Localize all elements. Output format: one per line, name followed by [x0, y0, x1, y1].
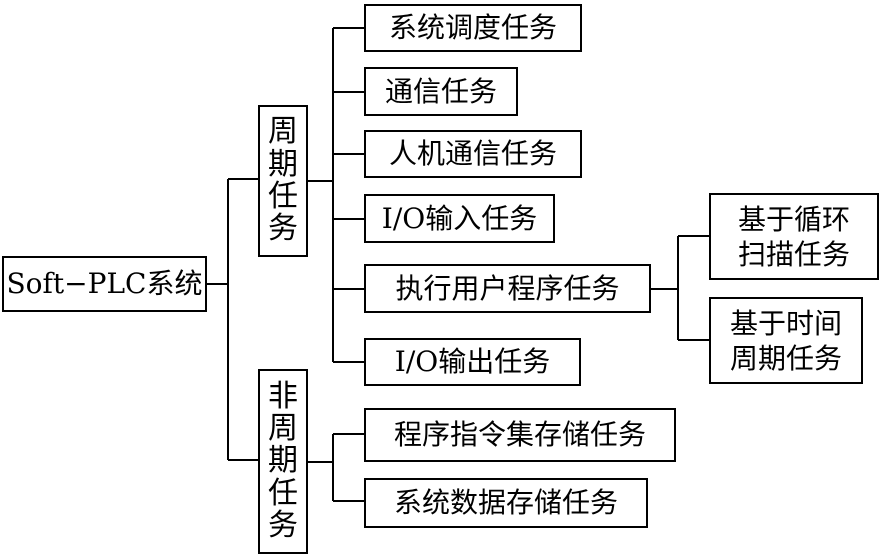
aperiodic-char: 任 — [268, 475, 298, 511]
subtask-line: 扫描任务 — [737, 237, 850, 271]
task-program-instruction-storage: 程序指令集存储任务 — [364, 408, 676, 462]
root-node: Soft−PLC系统 — [2, 256, 207, 312]
aperiodic-char: 周 — [268, 410, 298, 446]
task-label: 系统数据存储任务 — [393, 486, 618, 520]
aperiodic-node: 非 周 期 任 务 — [258, 369, 308, 554]
subtask-time-periodic: 基于时间 周期任务 — [709, 297, 863, 384]
periodic-node: 周 期 任 务 — [258, 105, 308, 257]
task-communication: 通信任务 — [364, 67, 518, 116]
aperiodic-char: 期 — [268, 443, 298, 479]
periodic-char: 任 — [268, 179, 298, 214]
root-label: Soft−PLC系统 — [6, 267, 203, 301]
task-system-data-storage: 系统数据存储任务 — [364, 478, 648, 528]
subtask-line: 周期任务 — [729, 341, 842, 375]
task-label: 系统调度任务 — [388, 11, 557, 45]
task-hmi-communication: 人机通信任务 — [364, 130, 582, 178]
task-label: 程序指令集存储任务 — [393, 418, 646, 452]
task-label: I/O输入任务 — [381, 201, 538, 235]
periodic-char: 期 — [268, 146, 298, 182]
subtask-line: 基于循环 — [737, 202, 850, 236]
periodic-char: 务 — [268, 211, 298, 247]
task-label: 人机通信任务 — [388, 137, 557, 171]
subtask-cyclic-scan: 基于循环 扫描任务 — [709, 193, 879, 280]
task-label: 通信任务 — [384, 74, 497, 108]
task-execute-user-program: 执行用户程序任务 — [364, 264, 651, 313]
subtask-line: 基于时间 — [729, 306, 842, 340]
periodic-char: 周 — [268, 114, 298, 150]
task-system-scheduling: 系统调度任务 — [364, 4, 582, 52]
task-label: I/O输出任务 — [394, 345, 551, 379]
task-io-output: I/O输出任务 — [364, 338, 581, 386]
task-label: 执行用户程序任务 — [395, 271, 620, 305]
aperiodic-char: 非 — [268, 378, 298, 414]
task-io-input: I/O输入任务 — [364, 194, 555, 243]
aperiodic-char: 务 — [268, 508, 298, 544]
